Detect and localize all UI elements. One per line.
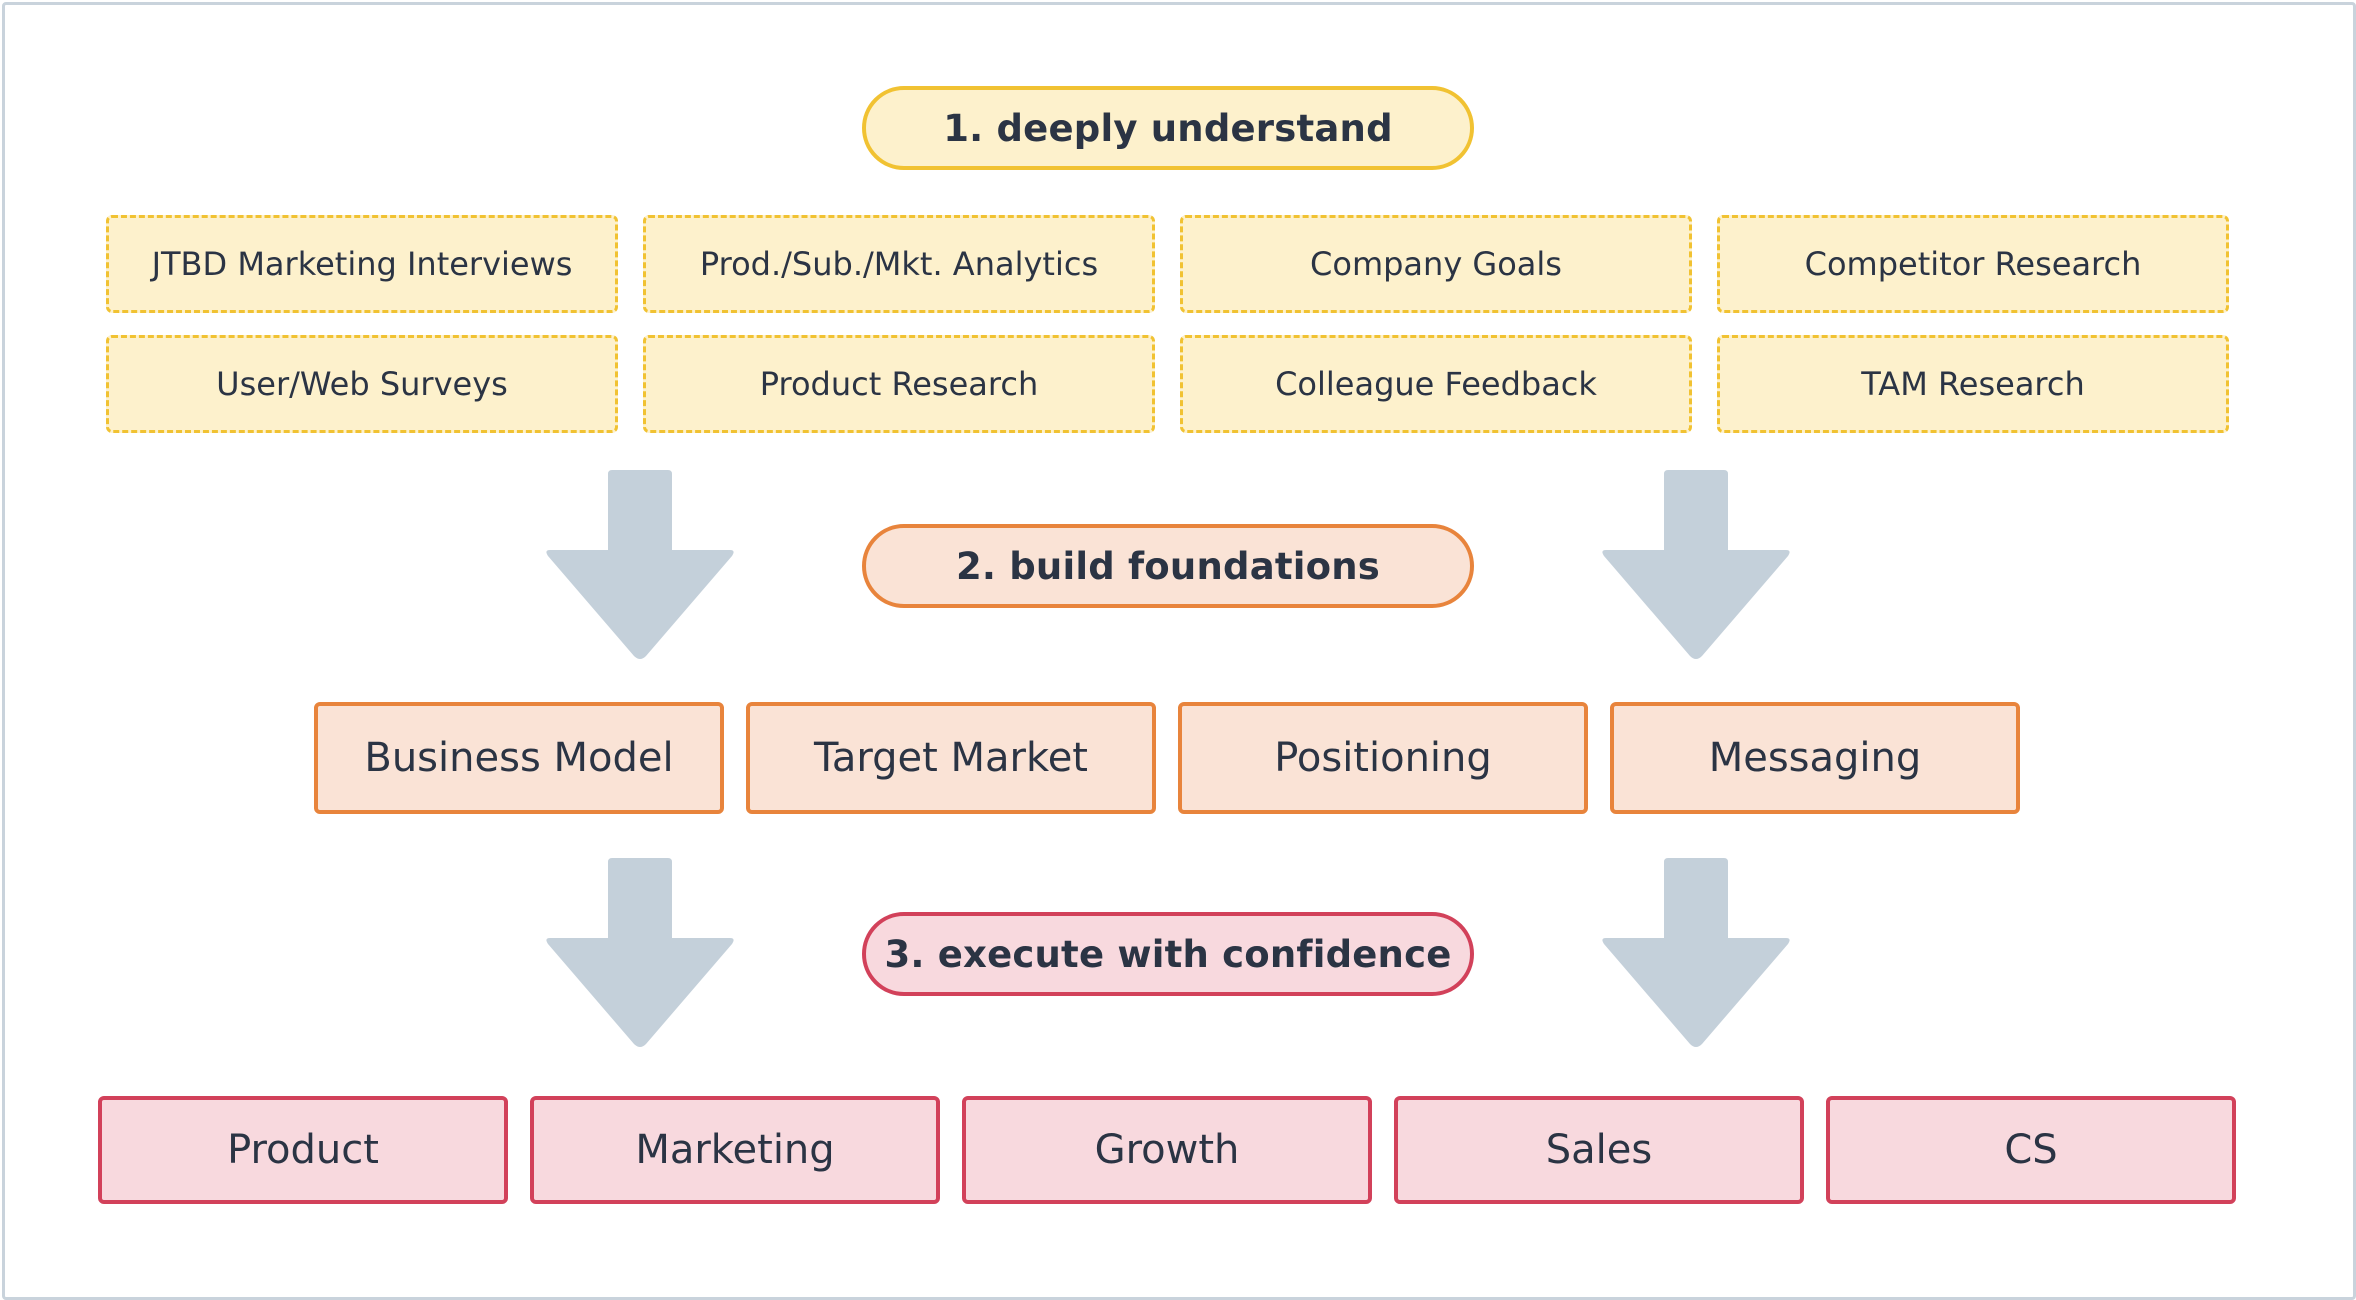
team-label: Growth	[1094, 1127, 1240, 1173]
input-box-product-research: Product Research	[643, 335, 1155, 433]
phase-execute-label: 3. execute with confidence	[884, 932, 1452, 976]
team-label: CS	[2004, 1127, 2058, 1173]
input-box-surveys: User/Web Surveys	[106, 335, 618, 433]
team-box-cs: CS	[1826, 1096, 2236, 1204]
foundation-label: Target Market	[814, 735, 1088, 781]
input-box-company-goals: Company Goals	[1180, 215, 1692, 313]
foundation-box-business-model: Business Model	[314, 702, 724, 814]
down-arrow-icon	[542, 856, 738, 1054]
team-box-marketing: Marketing	[530, 1096, 940, 1204]
input-box-jtbd-interviews: JTBD Marketing Interviews	[106, 215, 618, 313]
input-label: TAM Research	[1861, 365, 2085, 403]
input-label: User/Web Surveys	[216, 365, 508, 403]
input-label: Competitor Research	[1804, 245, 2142, 283]
down-arrow-icon	[542, 468, 738, 666]
input-label: Product Research	[759, 365, 1039, 403]
input-box-colleague-feedback: Colleague Feedback	[1180, 335, 1692, 433]
input-label: Prod./Sub./Mkt. Analytics	[699, 245, 1099, 283]
team-label: Sales	[1545, 1127, 1653, 1173]
input-box-tam-research: TAM Research	[1717, 335, 2229, 433]
down-arrow-icon	[1598, 468, 1794, 666]
input-label: Colleague Feedback	[1275, 365, 1597, 403]
phase-foundations-label: 2. build foundations	[955, 544, 1381, 588]
input-box-competitor-research: Competitor Research	[1717, 215, 2229, 313]
phase-understand-pill: 1. deeply understand	[862, 86, 1474, 170]
team-label: Marketing	[635, 1127, 835, 1173]
foundation-label: Positioning	[1274, 735, 1492, 781]
team-box-product: Product	[98, 1096, 508, 1204]
phase-execute-pill: 3. execute with confidence	[862, 912, 1474, 996]
input-box-analytics: Prod./Sub./Mkt. Analytics	[643, 215, 1155, 313]
foundation-label: Messaging	[1708, 735, 1922, 781]
down-arrow-icon	[1598, 856, 1794, 1054]
input-label: Company Goals	[1310, 245, 1562, 283]
team-box-sales: Sales	[1394, 1096, 1804, 1204]
foundation-box-positioning: Positioning	[1178, 702, 1588, 814]
team-box-growth: Growth	[962, 1096, 1372, 1204]
foundation-box-messaging: Messaging	[1610, 702, 2020, 814]
phase-understand-label: 1. deeply understand	[943, 106, 1393, 150]
phase-foundations-pill: 2. build foundations	[862, 524, 1474, 608]
foundation-box-target-market: Target Market	[746, 702, 1156, 814]
foundation-label: Business Model	[364, 735, 674, 781]
team-label: Product	[227, 1127, 379, 1173]
input-label: JTBD Marketing Interviews	[151, 245, 573, 283]
